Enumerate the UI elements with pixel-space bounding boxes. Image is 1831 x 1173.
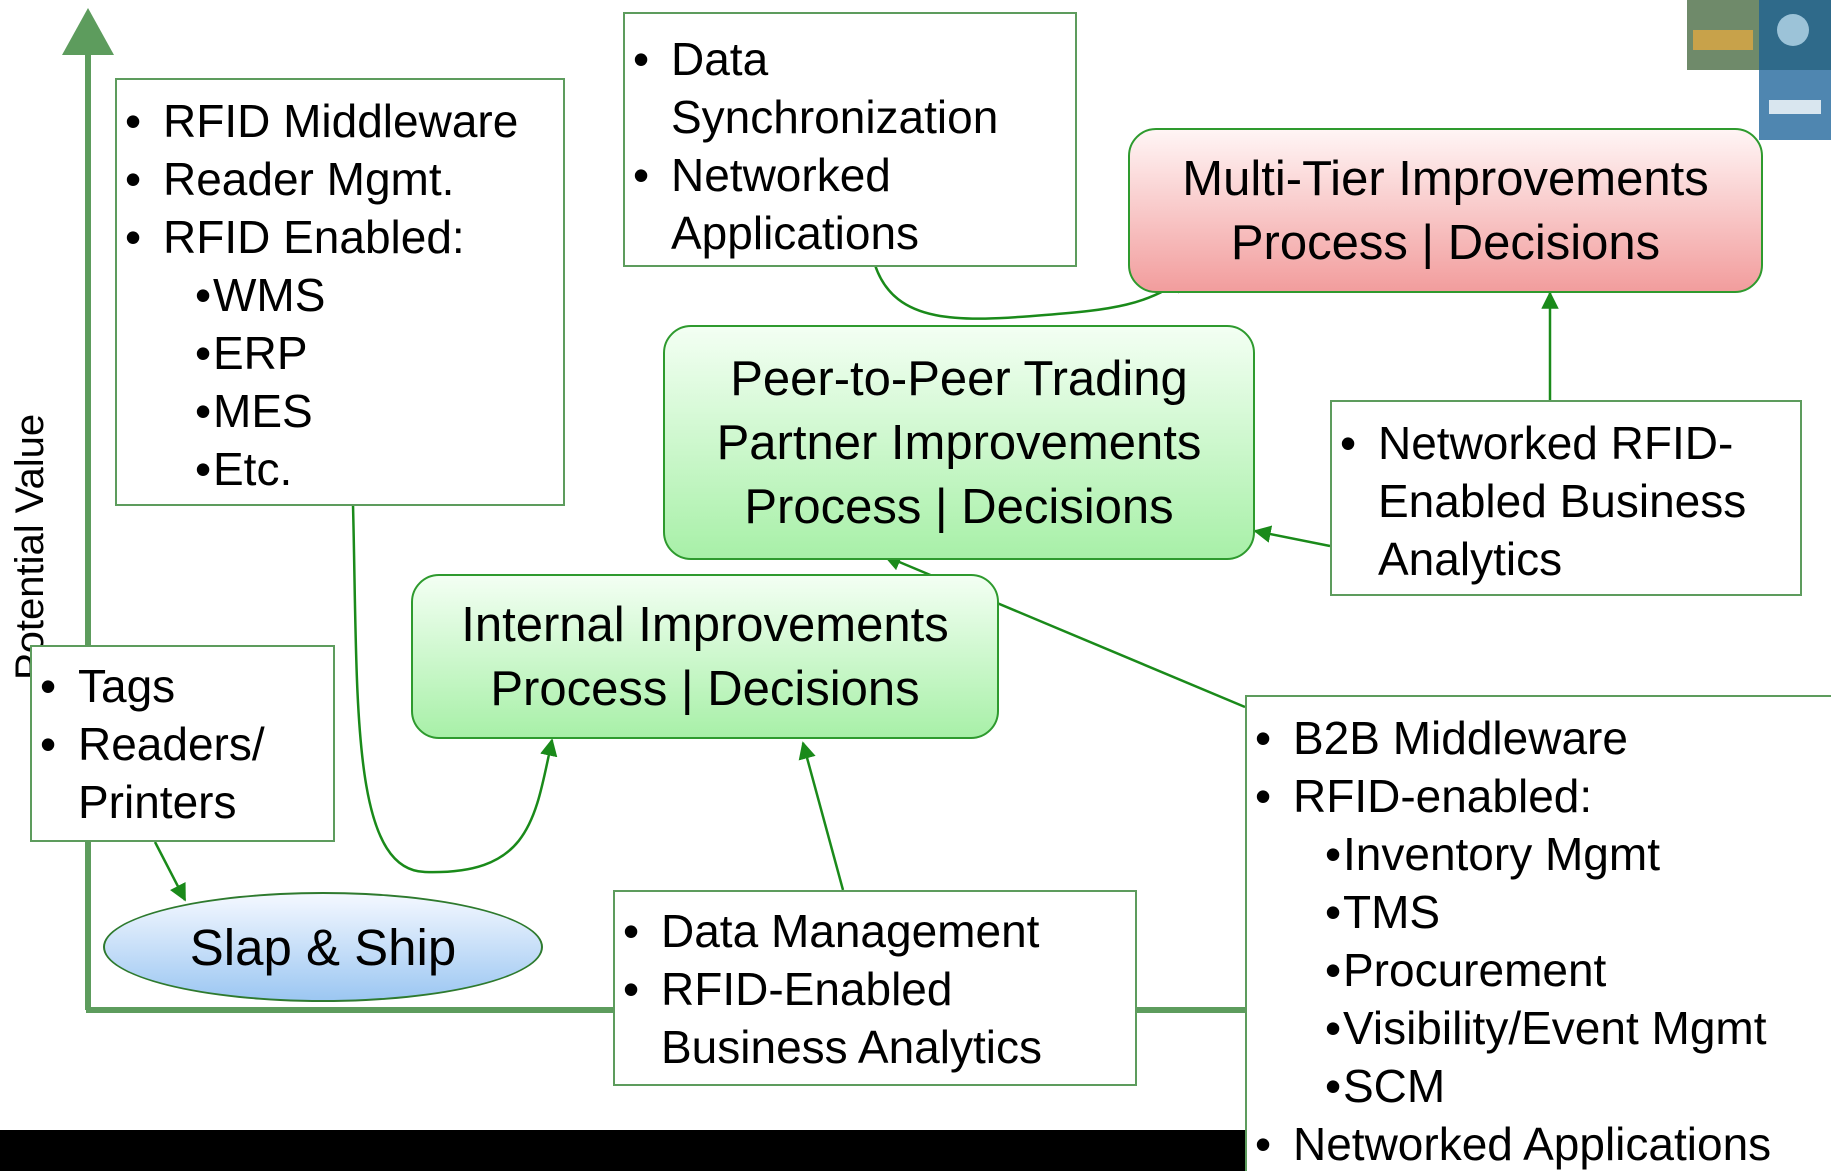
- list-item: Reader Mgmt.: [117, 150, 563, 208]
- list-item: RFID Middleware: [117, 92, 563, 150]
- list-item: Data: [625, 30, 1075, 88]
- list-subitem: Procurement: [1247, 941, 1831, 999]
- rfid-middleware-box: RFID Middleware Reader Mgmt. RFID Enable…: [115, 78, 565, 506]
- list-item: Tags: [32, 657, 333, 715]
- peer-title-line-1: Peer-to-Peer Trading: [730, 351, 1188, 406]
- list-item: RFID Enabled:: [117, 208, 563, 266]
- list-item: B2B Middleware: [1247, 709, 1831, 767]
- connector-datamgmt-to-internal: [798, 741, 845, 891]
- list-item-continuation: Applications: [671, 207, 920, 259]
- internal-improvements-box: Internal Improvements Process | Decision…: [411, 574, 999, 739]
- list-item: RFID-Enabled: [615, 960, 1135, 1018]
- list-subitem: Etc.: [117, 440, 563, 498]
- list-item: Data Management: [615, 902, 1135, 960]
- list-item: Readers/: [32, 715, 333, 773]
- list-subitem: Visibility/Event Mgmt: [1247, 999, 1831, 1057]
- y-axis-label: Potential Value: [8, 413, 52, 680]
- list-subitem: TMS: [1247, 883, 1831, 941]
- list-item-continuation: Business Analytics: [661, 1021, 1042, 1073]
- list-item: Networked RFID-: [1332, 414, 1800, 472]
- list-subitem: SCM: [1247, 1057, 1831, 1115]
- y-axis-arrowhead: [62, 8, 114, 55]
- networked-rfid-analytics-box: Networked RFID- Enabled Business Analyti…: [1330, 400, 1802, 596]
- list-subitem: ERP: [117, 324, 563, 382]
- list-item: Networked Applications: [1247, 1115, 1831, 1173]
- multi-tier-subtitle: Process | Decisions: [1230, 215, 1661, 270]
- list-item-continuation: Synchronization: [671, 91, 999, 143]
- data-sync-box: Data Synchronization Networked Applicati…: [623, 12, 1077, 267]
- internal-subtitle: Process | Decisions: [490, 661, 920, 716]
- connector-rfid-to-internal: [351, 504, 558, 874]
- b2b-middleware-box: B2B Middleware RFID-enabled: Inventory M…: [1245, 695, 1831, 1173]
- multi-tier-title: Multi-Tier Improvements: [1182, 151, 1709, 206]
- tags-readers-box: Tags Readers/ Printers: [30, 645, 335, 842]
- data-management-box: Data Management RFID-Enabled Business An…: [613, 890, 1137, 1086]
- list-item: RFID-enabled:: [1247, 767, 1831, 825]
- connector-datasync-to-multitier: [873, 264, 1187, 320]
- connector-networked-to-peer: [1253, 525, 1331, 548]
- peer-subtitle: Process | Decisions: [744, 479, 1174, 534]
- connector-tags-to-slapship: [153, 841, 187, 902]
- multi-tier-improvements-box: Multi-Tier Improvements Process | Decisi…: [1128, 128, 1763, 293]
- list-subitem: MES: [117, 382, 563, 440]
- list-item-continuation: Printers: [78, 776, 237, 828]
- list-item: Networked: [625, 146, 1075, 204]
- list-item-continuation: Enabled Business: [1378, 475, 1747, 527]
- list-item-continuation: Analytics: [1378, 533, 1563, 585]
- internal-title: Internal Improvements: [461, 597, 949, 652]
- list-subitem: Inventory Mgmt: [1247, 825, 1831, 883]
- slap-and-ship-ellipse: Slap & Ship: [103, 892, 543, 1002]
- slap-and-ship-label: Slap & Ship: [189, 918, 457, 976]
- list-subitem: WMS: [117, 266, 563, 324]
- peer-to-peer-improvements-box: Peer-to-Peer Trading Partner Improvement…: [663, 325, 1255, 560]
- stock-photo-collage: [1687, 0, 1831, 140]
- peer-title-line-2: Partner Improvements: [716, 415, 1202, 470]
